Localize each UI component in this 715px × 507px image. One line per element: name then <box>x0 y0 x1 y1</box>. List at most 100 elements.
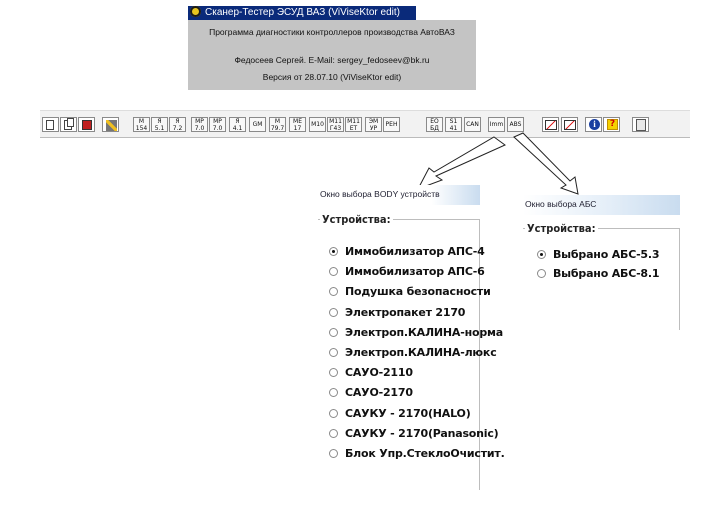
about-panel: Программа диагностики контроллеров произ… <box>188 20 476 90</box>
about-author: Федосеев Сергей. E-Mail: sergey_fedoseev… <box>234 55 430 65</box>
toolbar-button-label: УР <box>369 125 378 132</box>
body-devices-dialog: Окно выбора BODY устройств Устройства: И… <box>318 185 505 490</box>
toolbar-button-label: ЕО <box>430 118 439 125</box>
abs-dialog-title-bar[interactable]: Окно выбора АБС <box>523 195 680 215</box>
chart-icon <box>564 120 576 130</box>
toolbar-button-label: M10 <box>311 121 324 128</box>
body-device-option-label: Электроп.КАЛИНА-норма <box>345 325 504 339</box>
toolbar-new-file-button[interactable] <box>42 117 59 132</box>
save-icon <box>82 120 92 130</box>
chart-icon <box>545 120 557 130</box>
toolbar-button-label: CAN <box>466 121 479 128</box>
radio-button[interactable] <box>329 408 338 418</box>
toolbar-save-button[interactable] <box>78 117 95 132</box>
radio-button[interactable] <box>329 287 338 297</box>
toolbar-tools-button[interactable] <box>102 117 119 132</box>
radio-button[interactable] <box>329 307 338 317</box>
toolbar-button-label: Я <box>175 118 180 125</box>
toolbar-button-10[interactable]: GM <box>249 117 266 132</box>
abs-device-option-label: Выбрано АБС-8.1 <box>553 267 660 280</box>
toolbar-button-label: 5.1 <box>154 125 165 132</box>
toolbar-button-label: EТ <box>349 125 358 132</box>
toolbar-button-label: М <box>138 118 145 125</box>
toolbar-button-21[interactable]: Imm <box>488 117 505 132</box>
toolbar-button-label: 7.0 <box>194 125 205 132</box>
radio-button[interactable] <box>329 368 338 378</box>
body-dialog-title-bar[interactable]: Окно выбора BODY устройств <box>318 185 480 205</box>
body-device-option-label: САУО-2170 <box>345 386 413 400</box>
info-icon: i <box>589 119 600 130</box>
radio-button[interactable] <box>537 250 546 259</box>
toolbar-info-button[interactable]: i <box>585 117 602 132</box>
toolbar-chart-button[interactable] <box>561 117 578 132</box>
toolbar-open-file-button[interactable] <box>60 117 77 132</box>
about-version: Версия от 28.07.10 (ViViseKtor edit) <box>262 72 402 82</box>
toolbar-button-label: РЕН <box>385 121 398 128</box>
radio-button[interactable] <box>329 449 338 458</box>
toolbar-button-label: MP <box>195 118 204 125</box>
toolbar-button-13[interactable]: M10 <box>309 117 326 132</box>
toolbar-button-22[interactable]: ABS <box>507 117 524 132</box>
radio-button[interactable] <box>329 267 338 277</box>
new-file-icon <box>46 120 54 130</box>
radio-button[interactable] <box>329 327 338 337</box>
radio-button[interactable] <box>537 269 546 278</box>
toolbar-button-20[interactable]: CAN <box>464 117 481 132</box>
body-devices-group <box>318 219 480 490</box>
toolbar-button-label: 7.2 <box>172 125 183 132</box>
body-device-option-label: Блок Упр.СтеклоОчистит. <box>345 447 505 460</box>
radio-button[interactable] <box>329 348 338 357</box>
body-device-option-label: САУКУ - 2170(Panasonic) <box>345 426 499 440</box>
toolbar-help-button[interactable]: ? <box>603 117 620 132</box>
radio-button[interactable] <box>329 428 338 438</box>
toolbar-button-label: 17 <box>293 125 302 132</box>
radio-button[interactable] <box>329 247 338 256</box>
toolbar-button-label: 154 <box>135 125 148 132</box>
abs-devices-group <box>523 228 680 330</box>
toolbar-button-17[interactable]: РЕН <box>383 117 400 132</box>
toolbar-chart-button[interactable] <box>542 117 559 132</box>
exit-icon <box>636 119 646 131</box>
body-device-option-label: Электропакет 2170 <box>345 305 466 319</box>
body-device-option-label: САУКУ - 2170(HALO) <box>345 406 471 420</box>
toolbar-button-label: ЭМ <box>368 118 379 125</box>
body-device-option-label: САУО-2110 <box>345 366 413 380</box>
body-device-option-label: Подушка безопасности <box>345 285 491 299</box>
tools-icon <box>106 120 117 131</box>
help-icon: ? <box>607 119 618 130</box>
toolbar-button-label: Imm <box>489 121 504 128</box>
body-dialog-title: Окно выбора BODY устройств <box>320 189 440 199</box>
toolbar-exit-button[interactable] <box>632 117 649 132</box>
abs-devices-dialog: Окно выбора АБС Устройства: Выбрано АБС-… <box>523 195 680 330</box>
arrow-to-abs-dialog <box>513 132 579 195</box>
toolbar-button-label: ME <box>293 118 302 125</box>
toolbar-button-label: 7.0 <box>212 125 223 132</box>
body-device-option-label: Электроп.КАЛИНА-люкс <box>345 346 497 359</box>
toolbar-button-label: Г43 <box>329 125 342 132</box>
body-device-option-label: Иммобилизатор АПС-4 <box>345 245 485 258</box>
about-title: Сканер-Тестер ЭСУД ВАЗ (ViViseKtor edit) <box>205 7 400 18</box>
toolbar-button-label: 41 <box>449 125 458 132</box>
radio-button[interactable] <box>329 388 338 398</box>
toolbar-button-label: БД <box>430 125 439 132</box>
app-logo-icon <box>190 6 201 17</box>
toolbar-button-label: 79.7 <box>270 125 285 132</box>
toolbar-button-label: ABS <box>509 121 522 128</box>
toolbar-button-label: GM <box>252 121 263 128</box>
